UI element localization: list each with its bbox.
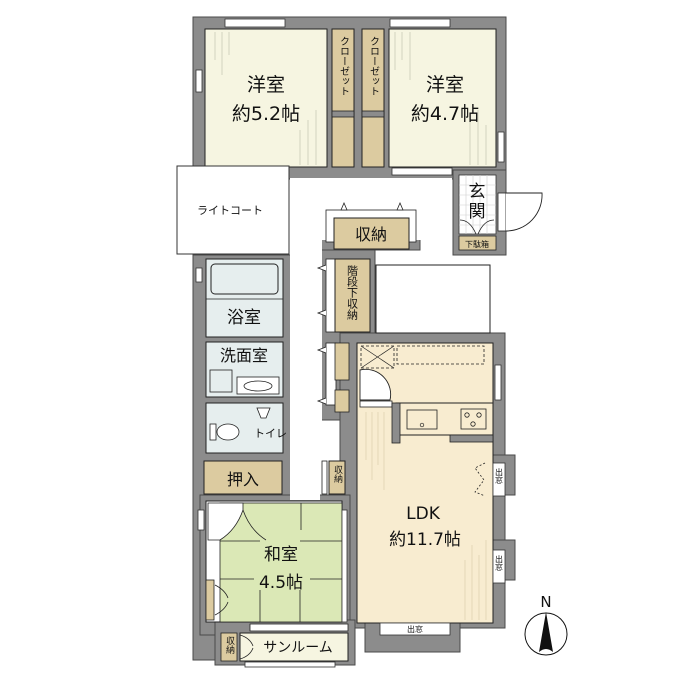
bathroom: 浴室 <box>195 258 284 338</box>
window <box>195 267 203 283</box>
window <box>494 364 502 401</box>
ldk-name: LDK <box>406 504 441 524</box>
toilet-fixture <box>216 423 240 441</box>
window <box>497 131 505 163</box>
washing-machine <box>209 369 233 393</box>
washroom: 洗面室 <box>205 341 284 398</box>
refrigerator-space <box>360 345 395 369</box>
bathroom-label: 浴室 <box>227 308 261 328</box>
washitsu: 和室 4.5帖 <box>197 500 348 623</box>
small-storage-label: 収納 <box>332 464 343 484</box>
door <box>391 167 453 176</box>
sunroom-storage-label: 収納 <box>224 635 235 655</box>
under-stairs-storage: 階段下収納 <box>316 258 371 333</box>
hallway-left <box>290 178 322 463</box>
window <box>224 18 286 28</box>
bay-window-2-label: 出窓 <box>495 554 504 571</box>
bay-window-1-label: 出窓 <box>495 467 504 484</box>
storage-main-label: 収納 <box>355 225 387 244</box>
stairwell-void <box>375 264 491 334</box>
bay-window-bottom <box>379 622 451 636</box>
compass-north-label: N <box>540 593 551 611</box>
closet-1-label: クローゼット <box>338 36 350 96</box>
bedroom-1-name: 洋室 <box>247 74 285 96</box>
front-door <box>505 192 543 232</box>
sink <box>243 380 273 392</box>
washroom-label: 洗面室 <box>220 346 268 365</box>
shoe-cabinet-label: 下駄箱 <box>465 239 489 249</box>
compass: N <box>524 593 568 656</box>
ldk: 出窓 出窓 出窓 LDK 約11.7帖 <box>356 342 506 636</box>
bay-window-2 <box>492 549 506 584</box>
entrance-label-1: 玄 <box>469 182 486 202</box>
light-court-label: ライトコート <box>197 204 263 217</box>
ldk-size: 約11.7帖 <box>389 530 461 550</box>
oshiire-label: 押入 <box>227 470 259 489</box>
bathtub <box>210 263 279 295</box>
window <box>244 661 336 668</box>
small-storage: 収納 <box>321 460 346 495</box>
entrance: 玄 関 下駄箱 <box>458 174 543 251</box>
bedroom-1: 洋室 約5.2帖 <box>195 18 328 176</box>
kitchen-sink <box>406 409 438 430</box>
stair-storage-small <box>316 342 350 413</box>
shoe-cabinet-door <box>459 219 495 235</box>
storage-main: 収納 <box>325 201 417 250</box>
bay-window-bottom-label: 出窓 <box>407 624 423 634</box>
toilet: トイレ <box>205 402 287 454</box>
closet-1: クローゼット <box>331 28 355 168</box>
bedroom-1-size: 約5.2帖 <box>232 103 300 125</box>
entrance-label-2: 関 <box>469 202 486 222</box>
north-arrow-icon <box>539 612 553 652</box>
hallway-lower <box>290 460 320 500</box>
window <box>389 18 451 28</box>
oshiire: 押入 <box>203 460 283 495</box>
bedroom-2-size: 約4.7帖 <box>411 103 479 125</box>
toilet-label: トイレ <box>254 427 287 440</box>
window <box>195 69 203 93</box>
window <box>197 509 205 531</box>
stove <box>460 408 487 430</box>
bedroom-2: 洋室 約4.7帖 <box>388 18 505 176</box>
bay-window-1 <box>492 462 506 497</box>
stair-door <box>359 368 392 401</box>
washitsu-size: 4.5帖 <box>259 573 303 593</box>
bedroom-2-name: 洋室 <box>426 74 464 96</box>
washitsu-name: 和室 <box>264 545 298 565</box>
sunroom: 収納 サンルーム <box>220 623 349 668</box>
light-court: ライトコート <box>176 165 290 255</box>
sunroom-label: サンルーム <box>263 640 333 656</box>
closet-2: クローゼット <box>361 28 385 168</box>
closet-2-label: クローゼット <box>368 36 380 96</box>
under-stairs-storage-label: 階段下収納 <box>346 264 359 321</box>
wall-cabinet <box>396 345 485 365</box>
